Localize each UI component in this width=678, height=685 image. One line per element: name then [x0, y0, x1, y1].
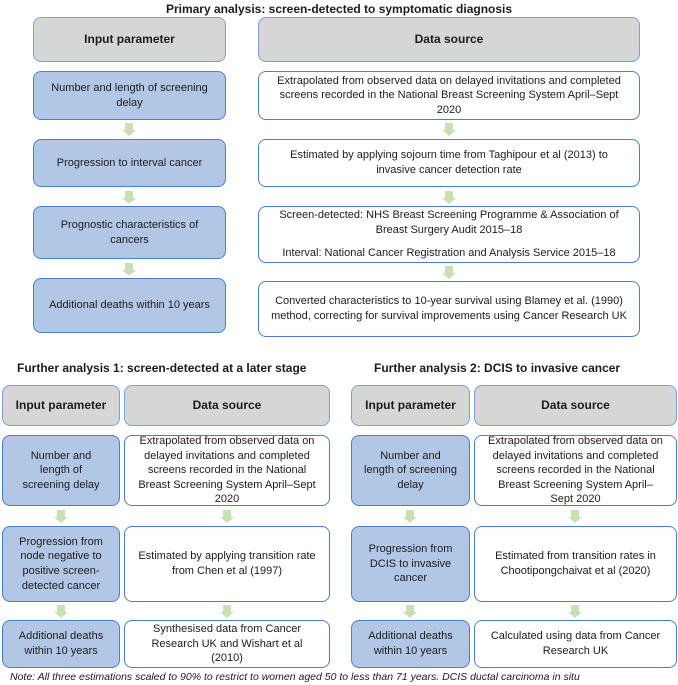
further1-input-parameter-header: Input parameter	[2, 385, 120, 426]
further2-source-additional-deaths: Calculated using data from Cancer Resear…	[474, 620, 677, 668]
down-arrow-icon	[122, 263, 136, 276]
further1-input-screening-delay: Number and length of screening delay	[2, 435, 120, 506]
down-arrow-icon	[403, 605, 417, 618]
primary-data-source-header: Data source	[258, 17, 640, 62]
down-arrow-icon	[54, 510, 68, 523]
primary-source-prognostic-characteristics: Screen-detected: NHS Breast Screening Pr…	[258, 206, 640, 263]
further1-input-node-progression: Progression from node negative to positi…	[2, 526, 120, 602]
down-arrow-icon	[568, 510, 582, 523]
further1-data-source-header: Data source	[124, 385, 330, 426]
further1-input-additional-deaths: Additional deaths within 10 years	[2, 620, 120, 668]
down-arrow-icon	[442, 266, 456, 279]
further2-input-additional-deaths: Additional deaths within 10 years	[351, 620, 470, 668]
primary-source-additional-deaths: Converted characteristics to 10-year sur…	[258, 281, 640, 337]
primary-input-screening-delay: Number and length of screening delay	[33, 71, 226, 120]
further1-source-screening-delay: Extrapolated from observed data on delay…	[124, 435, 330, 506]
primary-input-prognostic-characteristics: Prognostic characteristics of cancers	[33, 206, 226, 259]
down-arrow-icon	[220, 510, 234, 523]
primary-source-screening-delay: Extrapolated from observed data on delay…	[258, 71, 640, 120]
further2-source-dcis-progression: Estimated from transition rates in Choot…	[474, 526, 677, 602]
down-arrow-icon	[54, 605, 68, 618]
primary-analysis-title: Primary analysis: screen-detected to sym…	[165, 2, 513, 16]
down-arrow-icon	[122, 123, 136, 136]
further2-source-screening-delay: Extrapolated from observed data on delay…	[474, 435, 677, 506]
primary-input-parameter-header: Input parameter	[33, 17, 226, 62]
further-analysis-1-title: Further analysis 1: screen-detected at a…	[17, 361, 307, 375]
down-arrow-icon	[442, 191, 456, 204]
footnote: Note: All three estimations scaled to 90…	[10, 671, 580, 683]
source-text-line: Screen-detected: NHS Breast Screening Pr…	[279, 209, 619, 236]
further1-source-node-progression: Estimated by applying transition rate fr…	[124, 526, 330, 602]
down-arrow-icon	[220, 605, 234, 618]
primary-input-additional-deaths: Additional deaths within 10 years	[33, 278, 226, 333]
down-arrow-icon	[442, 123, 456, 136]
primary-input-interval-cancer: Progression to interval cancer	[33, 139, 226, 187]
source-text-line: Interval: National Cancer Registration a…	[282, 247, 616, 260]
further1-source-additional-deaths: Synthesised data from Cancer Research UK…	[124, 620, 330, 668]
further2-input-screening-delay: Number and length of screening delay	[351, 435, 470, 506]
down-arrow-icon	[122, 191, 136, 204]
primary-source-interval-cancer: Estimated by applying sojourn time from …	[258, 139, 640, 187]
down-arrow-icon	[403, 510, 417, 523]
further-analysis-2-title: Further analysis 2: DCIS to invasive can…	[374, 361, 621, 375]
further2-data-source-header: Data source	[474, 385, 677, 426]
further2-input-dcis-progression: Progression from DCIS to invasive cancer	[351, 526, 470, 602]
down-arrow-icon	[568, 605, 582, 618]
further2-input-parameter-header: Input parameter	[351, 385, 470, 426]
